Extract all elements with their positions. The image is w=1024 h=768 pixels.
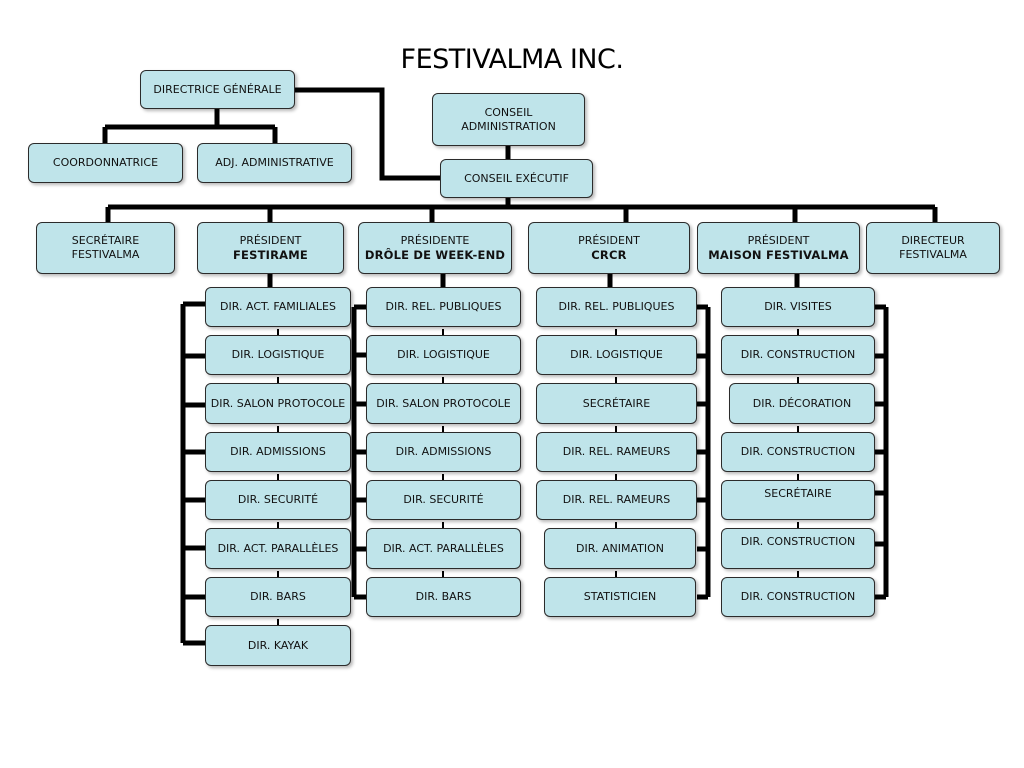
connector-drole-column (351, 274, 446, 600)
box-adjointe-administrative: ADJ. ADMINISTRATIVE (197, 143, 352, 183)
box-label: DIR. CONSTRUCTION (740, 348, 856, 362)
box-label: DIRECTRICE GÉNÉRALE (153, 82, 282, 96)
box-label: DIR. REL. RAMEURS (562, 493, 671, 507)
box-label: CONSEIL EXÉCUTIF (464, 171, 569, 185)
box-drole-dir: DIR. ADMISSIONS (366, 432, 521, 472)
box-label: DIR. SECURITÉ (237, 493, 319, 507)
box-president-festirame: PRÉSIDENT FESTIRAME (197, 222, 344, 274)
box-festirame-dir: DIR. ACT. PARALLÈLES (205, 528, 351, 569)
box-maison-dir: DIR. VISITES (721, 287, 875, 327)
box-crcr-dir: DIR. LOGISTIQUE (536, 335, 697, 375)
connector-executif-heads (105, 198, 938, 222)
box-drole-dir: DIR. BARS (366, 577, 521, 617)
box-conseil-administration: CONSEIL ADMINISTRATION (432, 93, 585, 146)
box-maison-dir: DIR. CONSTRUCTION (721, 335, 875, 375)
box-crcr-dir: SECRÉTAIRE (536, 383, 697, 424)
box-label: DIR. SALON PROTOCOLE (376, 396, 511, 410)
box-label-line1: PRÉSIDENT (578, 233, 640, 247)
box-label: DIR. KAYAK (247, 638, 309, 652)
box-label: DIR. SECURITÉ (403, 493, 484, 507)
box-label: DIR. LOGISTIQUE (231, 348, 325, 362)
box-label: DIR. REL. PUBLIQUES (385, 300, 502, 314)
box-crcr-dir: DIR. ANIMATION (544, 528, 696, 569)
box-maison-dir: DIR. CONSTRUCTION (721, 432, 875, 472)
box-festirame-dir: DIR. ADMISSIONS (205, 432, 351, 472)
box-label-line2: FESTIVALMA (71, 248, 140, 261)
connector-directrice-executif (294, 87, 440, 181)
box-label: ADJ. ADMINISTRATIVE (215, 156, 334, 170)
box-label: DIR. ANIMATION (576, 541, 664, 555)
box-label: DIR. VISITES (764, 300, 832, 314)
connector-directrice-staff (102, 108, 278, 143)
connector-maison-column (794, 274, 889, 600)
box-label: DIR. ADMISSIONS (395, 445, 492, 459)
box-drole-dir: DIR. SECURITÉ (366, 480, 521, 520)
box-label: DIR. ACT. PARALLÈLES (383, 541, 504, 555)
box-label-line1: CONSEIL (484, 105, 533, 119)
box-label: DIR. ACT. FAMILIALES (220, 300, 336, 314)
box-label-line2: CRCR (591, 247, 627, 262)
chart-title: FESTIVALMA INC. (400, 44, 624, 75)
box-directeur-festivalma: DIRECTEUR FESTIVALMA (866, 222, 1000, 274)
box-drole-dir: DIR. LOGISTIQUE (366, 335, 521, 375)
box-crcr-dir: DIR. REL. RAMEURS (536, 480, 697, 520)
box-maison-dir: DIR. CONSTRUCTION (721, 577, 875, 617)
box-festirame-dir: DIR. LOGISTIQUE (205, 335, 351, 375)
box-festirame-dir: DIR. SECURITÉ (205, 480, 351, 520)
box-label: DIR. BARS (415, 590, 472, 604)
box-label-line2: FESTIRAME (233, 247, 308, 262)
box-crcr-dir: DIR. REL. PUBLIQUES (536, 287, 697, 327)
box-label: STATISTICIEN (583, 590, 657, 604)
box-crcr-dir: DIR. REL. RAMEURS (536, 432, 697, 472)
box-label: COORDONNATRICE (52, 156, 159, 170)
box-drole-dir: DIR. SALON PROTOCOLE (366, 383, 521, 424)
box-label: DIR. CONSTRUCTION (740, 445, 856, 459)
box-label: DIR. CONSTRUCTION (740, 590, 856, 604)
box-maison-dir: SECRÉTAIRE (721, 480, 875, 520)
box-label: DIR. LOGISTIQUE (397, 348, 490, 362)
box-label: DIR. SALON PROTOCOLE (210, 396, 346, 410)
box-secretaire-festivalma: SECRÉTAIRE FESTIVALMA (36, 222, 175, 274)
box-conseil-executif: CONSEIL EXÉCUTIF (440, 159, 593, 198)
box-label: DIR. DÉCORATION (752, 396, 852, 410)
box-label-line1: DIRECTEUR (901, 234, 965, 248)
box-label: SECRÉTAIRE (582, 396, 651, 410)
box-drole-dir: DIR. ACT. PARALLÈLES (366, 528, 521, 569)
box-festirame-dir: DIR. KAYAK (205, 625, 351, 666)
box-label-line1: PRÉSIDENT (747, 233, 810, 247)
box-label: SECRÉTAIRE (764, 487, 832, 500)
box-label: DIR. ACT. PARALLÈLES (217, 541, 339, 555)
connector-crcr-column (607, 274, 711, 600)
box-president-maison-festivalma: PRÉSIDENT MAISON FESTIVALMA (697, 222, 860, 274)
box-drole-dir: DIR. REL. PUBLIQUES (366, 287, 521, 327)
box-label: DIR. CONSTRUCTION (740, 535, 856, 548)
box-maison-dir: DIR. CONSTRUCTION (721, 528, 875, 569)
box-label-line1: PRÉSIDENTE (400, 233, 470, 247)
box-president-crcr: PRÉSIDENT CRCR (528, 222, 690, 274)
box-label: DIR. LOGISTIQUE (570, 348, 663, 362)
box-label-line2: MAISON FESTIVALMA (708, 247, 849, 262)
box-maison-dir: DIR. DÉCORATION (729, 383, 875, 424)
box-label: DIR. REL. PUBLIQUES (558, 300, 675, 314)
box-label: DIR. BARS (250, 590, 306, 604)
box-presidente-drole-de-week-end: PRÉSIDENTE DRÔLE DE WEEK-END (358, 222, 512, 274)
box-label: DIR. REL. RAMEURS (562, 445, 671, 459)
box-label-line2: ADMINISTRATION (461, 119, 556, 133)
box-label: DIR. ADMISSIONS (230, 445, 326, 459)
box-label-line1: PRÉSIDENT (239, 233, 302, 247)
connector-ticks (277, 329, 799, 625)
connector-festirame-column (180, 274, 273, 646)
box-coordonnatrice: COORDONNATRICE (28, 143, 183, 183)
box-label-line2: DRÔLE DE WEEK-END (364, 247, 506, 262)
box-directrice-generale: DIRECTRICE GÉNÉRALE (140, 70, 295, 109)
box-festirame-dir: DIR. SALON PROTOCOLE (205, 383, 351, 424)
box-festirame-dir: DIR. BARS (205, 577, 351, 617)
box-label-line1: SECRÉTAIRE (71, 234, 140, 248)
box-festirame-dir: DIR. ACT. FAMILIALES (205, 287, 351, 327)
box-crcr-dir: STATISTICIEN (544, 577, 696, 617)
box-label-line2: FESTIVALMA (899, 248, 967, 261)
